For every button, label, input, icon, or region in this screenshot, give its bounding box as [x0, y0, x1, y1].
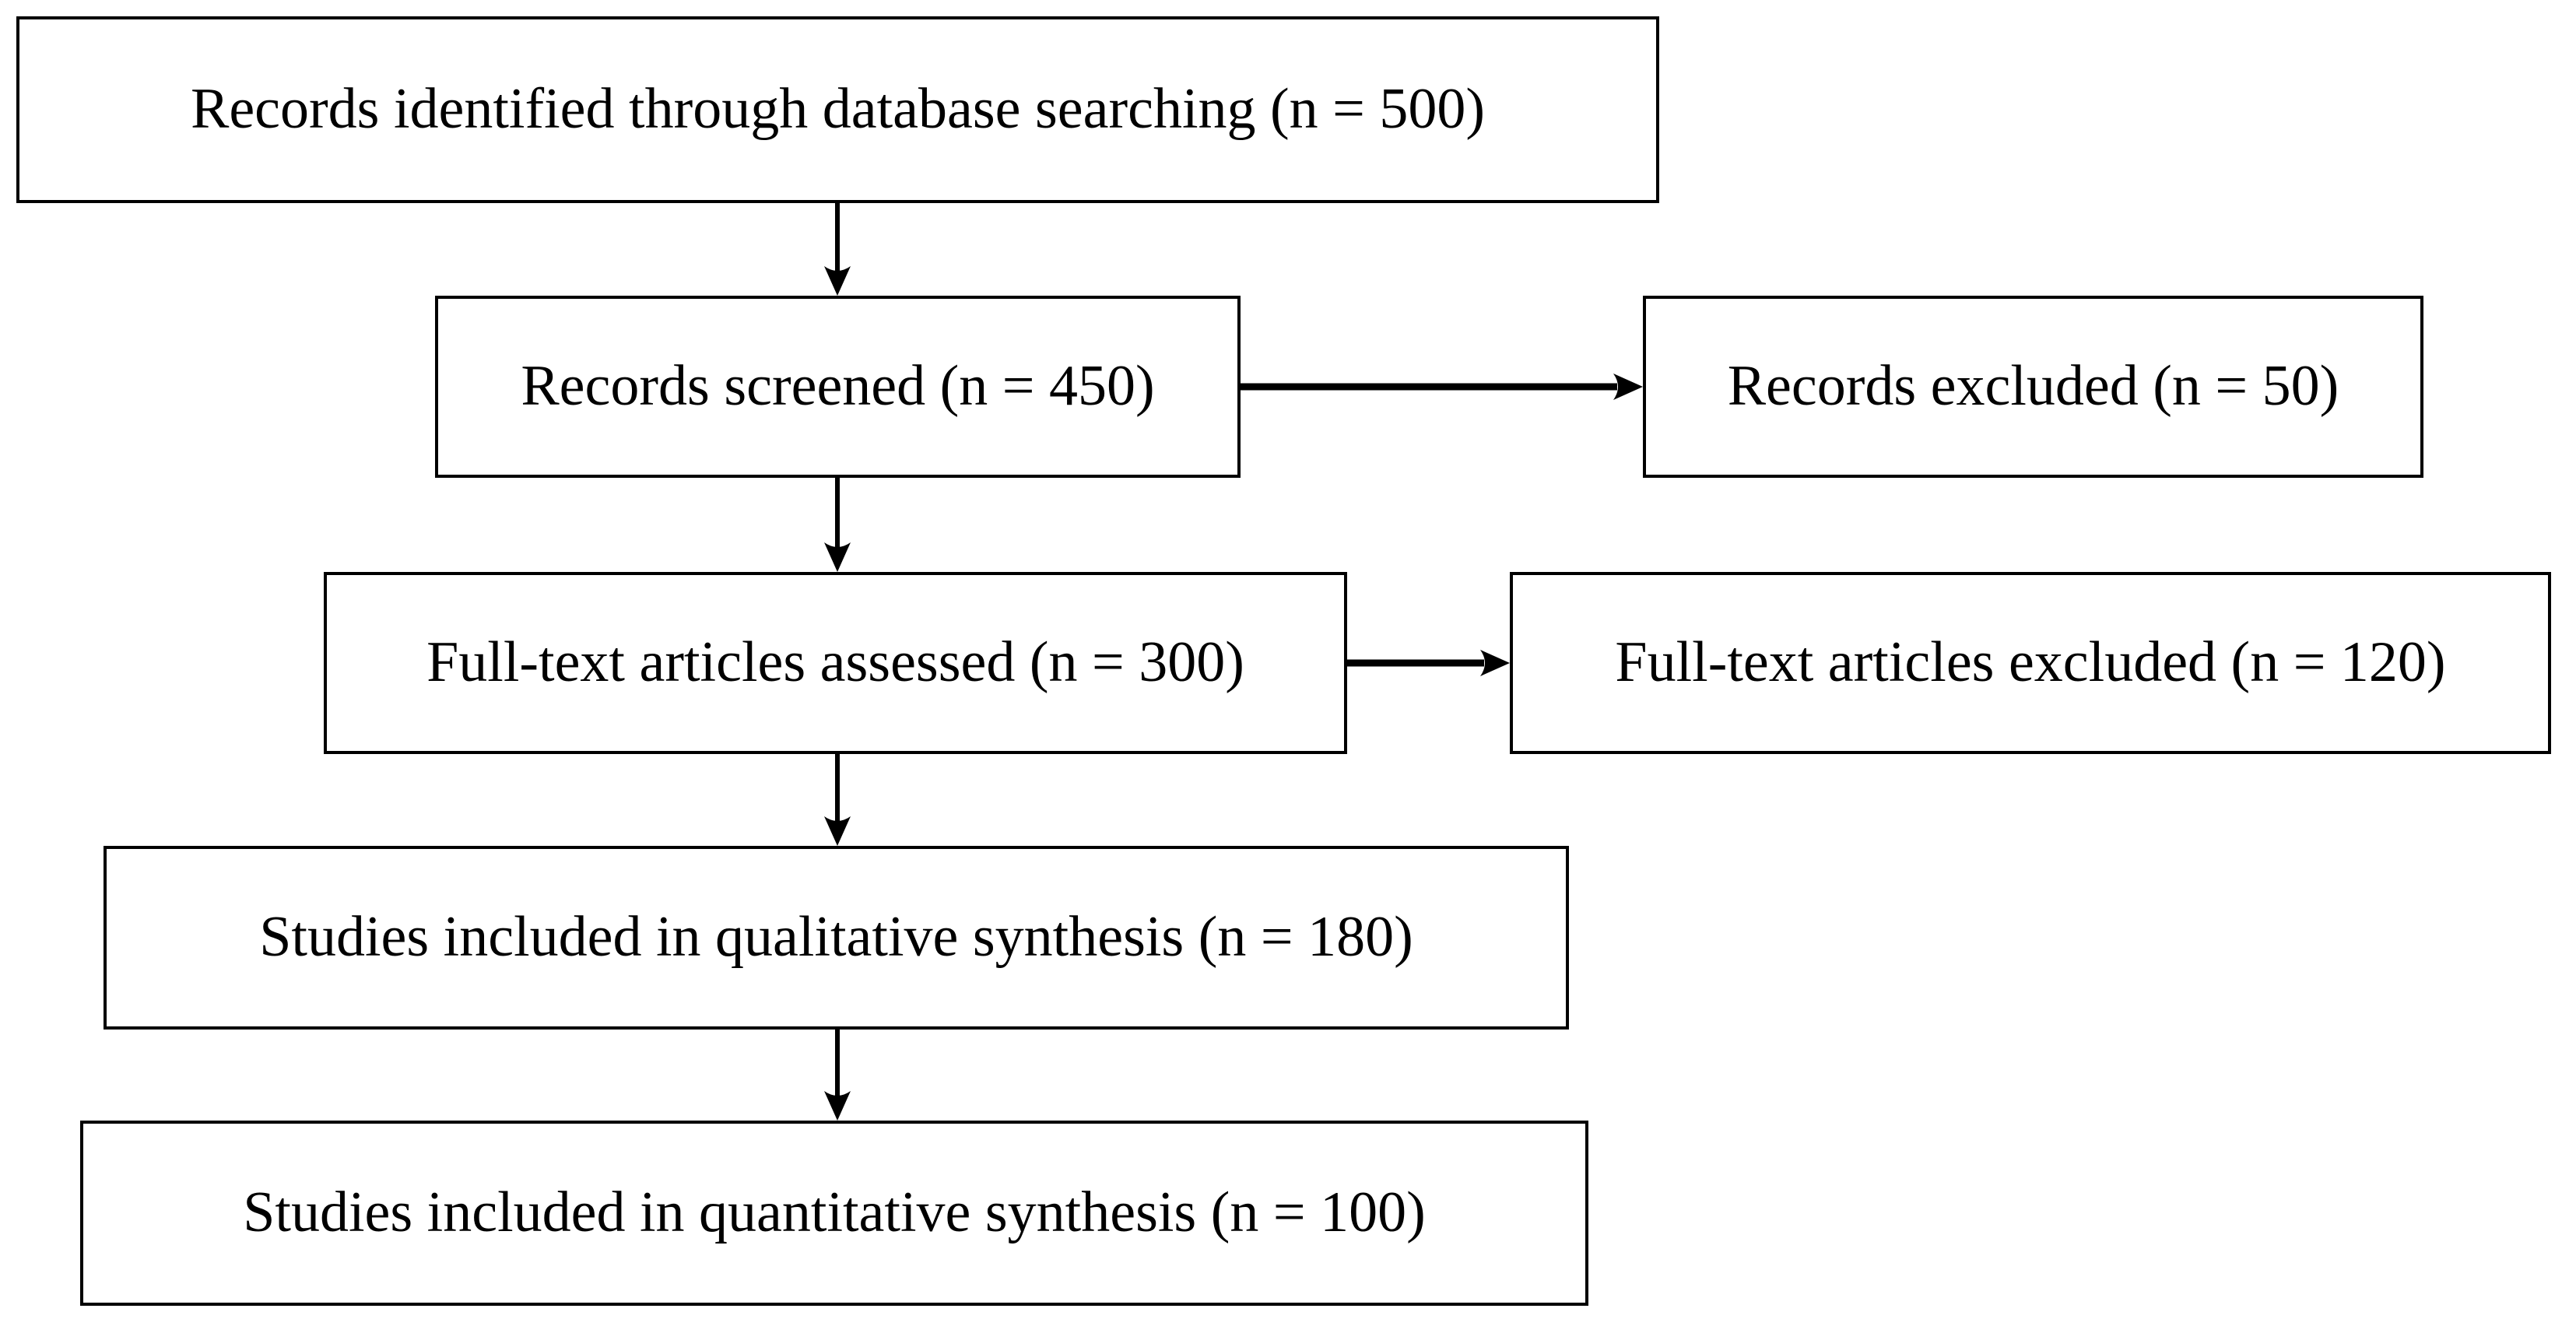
box-quantitative-synthesis: Studies included in quantitative synthes…: [80, 1121, 1588, 1306]
box-records-excluded: Records excluded (n = 50): [1643, 296, 2423, 478]
arrow-qualitative-to-quantitative-icon: [824, 1028, 851, 1121]
box-label: Full-text articles excluded (n = 120): [1615, 630, 2446, 695]
box-label: Studies included in quantitative synthes…: [243, 1180, 1426, 1245]
box-fulltext-assessed: Full-text articles assessed (n = 300): [324, 572, 1347, 754]
box-label: Records identified through database sear…: [190, 77, 1486, 142]
box-label: Studies included in qualitative synthesi…: [259, 905, 1413, 970]
box-fulltext-excluded: Full-text articles excluded (n = 120): [1510, 572, 2551, 754]
arrow-fulltext-to-qualitative-icon: [824, 752, 851, 846]
arrow-identified-to-screened-icon: [824, 200, 851, 296]
box-label: Full-text articles assessed (n = 300): [426, 630, 1244, 695]
arrow-screened-to-excluded-icon: [1239, 374, 1643, 400]
arrow-fulltext-to-excluded-icon: [1346, 650, 1510, 676]
arrow-screened-to-fulltext-icon: [824, 476, 851, 572]
box-label: Records screened (n = 450): [521, 354, 1155, 419]
box-qualitative-synthesis: Studies included in qualitative synthesi…: [104, 846, 1569, 1030]
box-records-screened: Records screened (n = 450): [435, 296, 1241, 478]
box-label: Records excluded (n = 50): [1727, 354, 2339, 419]
box-records-identified: Records identified through database sear…: [16, 16, 1659, 203]
